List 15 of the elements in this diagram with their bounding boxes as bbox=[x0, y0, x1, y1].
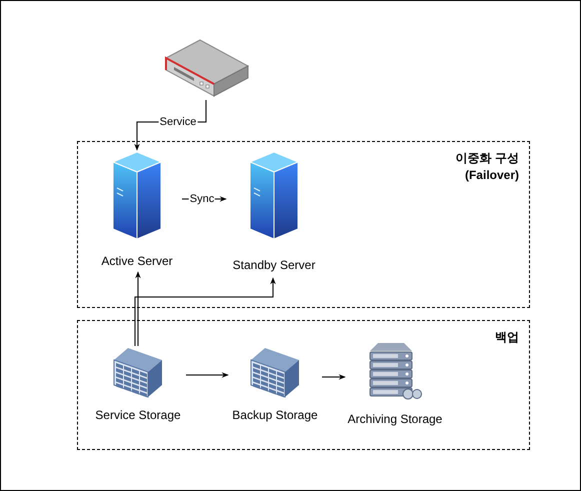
group-title: 이중화 구성 (Failover) bbox=[454, 150, 519, 184]
connector-arrow bbox=[322, 374, 346, 380]
node-label: Standby Server bbox=[232, 258, 316, 272]
node-label: Active Server bbox=[101, 254, 173, 268]
edge-label: Service bbox=[158, 116, 198, 128]
node-label: Archiving Storage bbox=[348, 412, 442, 426]
connector-arrow bbox=[186, 372, 229, 378]
edge-label: Sync bbox=[188, 193, 216, 205]
group-title: 백업 bbox=[494, 329, 519, 346]
connector-arrow bbox=[135, 271, 141, 346]
connector-arrow bbox=[134, 277, 276, 346]
group-container bbox=[77, 141, 530, 308]
group-container bbox=[77, 320, 530, 450]
node-label: Backup Storage bbox=[232, 408, 318, 422]
node-label: Service Storage bbox=[95, 408, 181, 422]
